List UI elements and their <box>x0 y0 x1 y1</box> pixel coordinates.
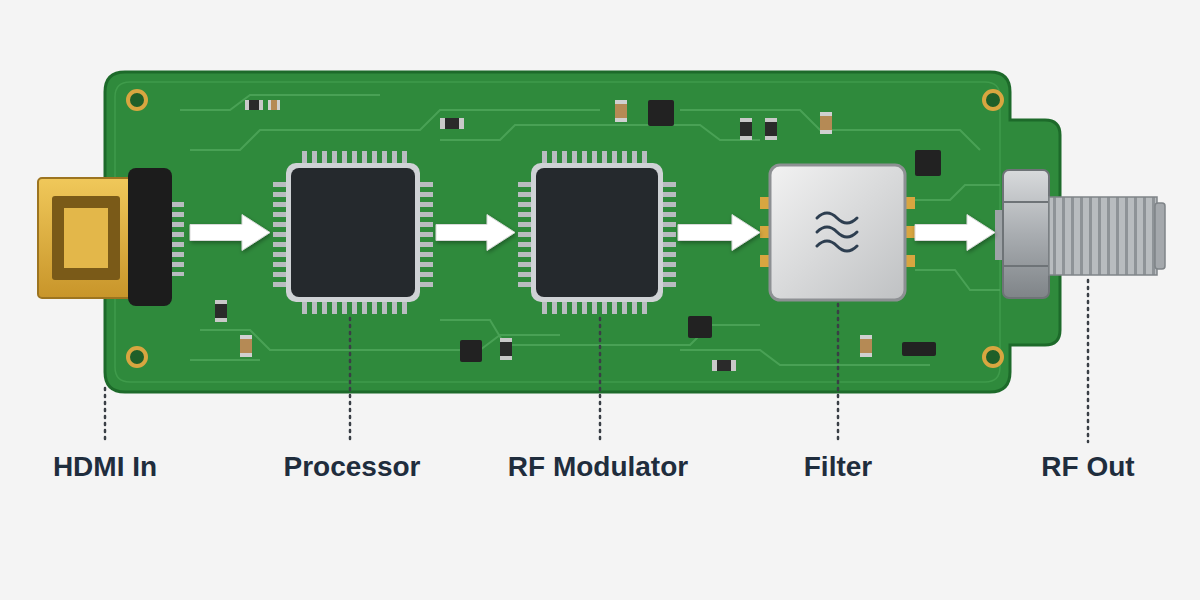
hdmi-pins <box>172 200 184 276</box>
signal-arrow <box>436 215 515 251</box>
smd-diode <box>902 342 936 356</box>
trace <box>180 95 380 110</box>
smd-resistor <box>500 338 512 360</box>
leader-lines <box>105 280 1088 442</box>
trace <box>680 110 980 150</box>
hdmi-opening <box>52 196 120 280</box>
processor-chip: Processor <box>270 150 436 315</box>
nut-edge <box>1003 201 1049 203</box>
leader-line <box>349 318 352 442</box>
trace <box>915 270 1000 290</box>
modulator-chip-art <box>518 151 676 314</box>
smd-capacitor <box>615 100 627 122</box>
leader-line <box>599 318 602 442</box>
pcb-board <box>105 72 1060 392</box>
pcb-traces <box>180 95 1000 365</box>
leader-line <box>104 388 107 442</box>
part-label: Processor <box>202 450 502 484</box>
filter-can <box>770 165 905 300</box>
smd-capacitor <box>820 112 832 134</box>
smd-resistor <box>740 118 752 140</box>
smd-resistor <box>712 360 736 371</box>
hex-nut <box>1003 170 1049 298</box>
chip-body <box>291 168 415 297</box>
chip-rim <box>286 163 420 302</box>
trace <box>440 125 760 140</box>
smd-capacitor <box>860 335 872 357</box>
filter-can: Filter <box>760 150 915 315</box>
smd-ic <box>688 316 712 338</box>
smd-ic <box>915 150 941 176</box>
hdmi-tongue <box>64 208 108 268</box>
smd-components <box>215 100 941 371</box>
rf-connector-art <box>995 170 1165 298</box>
smd-resistor <box>765 118 777 140</box>
barrel-end <box>1155 203 1165 269</box>
smd-resistor <box>440 118 464 129</box>
trace <box>190 359 260 361</box>
part-label: Filter <box>688 450 988 484</box>
signal-arrow <box>678 215 760 251</box>
signal-arrow <box>190 215 270 251</box>
smd-capacitor <box>268 100 280 110</box>
mounting-hole <box>128 348 146 366</box>
hdmi-shell <box>38 178 138 298</box>
hdmi-connector-art <box>38 168 184 306</box>
smd-ic <box>460 340 482 362</box>
smd-capacitor <box>240 335 252 357</box>
smd-resistor <box>245 100 263 110</box>
rf-connector: RF Out <box>995 150 1165 315</box>
part-label: HDMI In <box>0 450 255 484</box>
hdmi-connector: HDMI In <box>38 150 190 315</box>
leader-line <box>837 304 840 442</box>
pcb-edge <box>115 82 1000 382</box>
signal-arrow <box>915 215 995 251</box>
smd-resistor <box>215 300 227 322</box>
mounting-hole <box>128 91 146 109</box>
filter-art <box>760 165 915 300</box>
chip-body <box>536 168 658 297</box>
processor-chip-art <box>273 151 433 314</box>
trace <box>190 110 600 150</box>
leader-line <box>1087 280 1090 442</box>
mounting-holes <box>128 91 1002 366</box>
chip-rim <box>531 163 663 302</box>
trace <box>915 185 1000 200</box>
part-label: RF Modulator <box>448 450 748 484</box>
mounting-hole <box>984 91 1002 109</box>
filter-symbol <box>817 213 857 251</box>
hdmi-housing <box>128 168 172 306</box>
smd-ic <box>648 100 674 126</box>
mounting-hole <box>984 348 1002 366</box>
nut-edge <box>1003 265 1049 267</box>
modulator-chip: RF Modulator <box>515 150 678 315</box>
part-label: RF Out <box>938 450 1200 484</box>
threaded-barrel <box>1049 197 1157 275</box>
